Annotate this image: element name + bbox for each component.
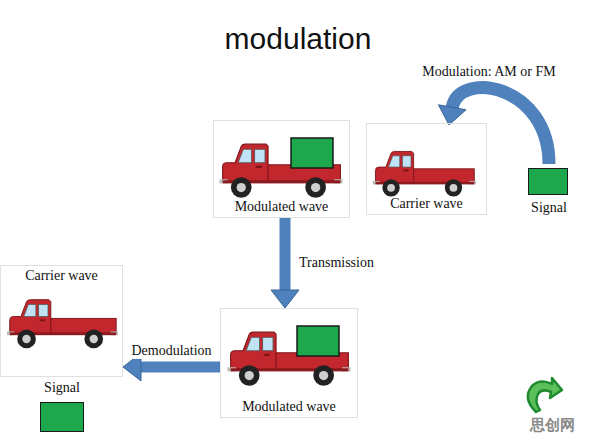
edge-label: Modulation: AM or FM xyxy=(420,64,557,80)
edge-label: Transmission xyxy=(297,255,376,271)
block-arrow xyxy=(438,88,549,164)
block-arrow xyxy=(271,218,299,308)
node-label: Signal xyxy=(527,198,571,218)
node-label: Carrier wave xyxy=(386,194,467,214)
node-label: Carrier wave xyxy=(21,266,102,286)
signal-block: Signal xyxy=(30,378,94,436)
edge-label: Demodulation xyxy=(129,343,213,359)
truck-panel: Carrier wave xyxy=(366,123,487,215)
truck-panel: Modulated wave xyxy=(220,308,358,418)
truck-panel: Carrier wave xyxy=(0,265,123,377)
signal-square xyxy=(528,168,568,195)
signal-block: Signal xyxy=(518,166,580,218)
signal-square xyxy=(40,402,84,432)
watermark: 思创网 xyxy=(530,416,575,435)
node-label: Modulated wave xyxy=(231,197,333,217)
return-icon xyxy=(528,378,562,412)
truck-panel: Modulated wave xyxy=(213,120,350,218)
node-label: Signal xyxy=(40,378,84,398)
node-label: Modulated wave xyxy=(238,397,340,417)
diagram-title: modulation xyxy=(0,22,596,56)
